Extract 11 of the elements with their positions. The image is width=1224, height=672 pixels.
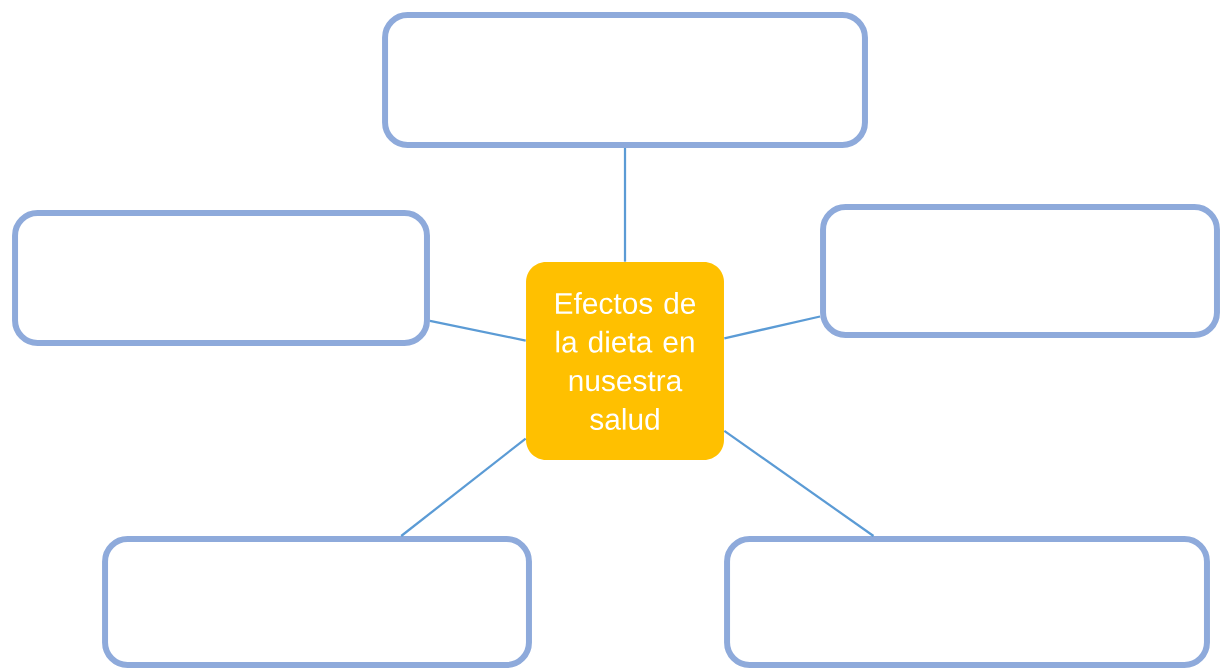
empty-box <box>724 536 1210 668</box>
empty-box <box>12 210 430 346</box>
connector-line <box>623 148 627 262</box>
connector-line <box>429 319 526 342</box>
connector-line <box>724 315 821 340</box>
empty-box <box>102 536 532 668</box>
connector-line <box>400 437 527 537</box>
connector-line <box>723 430 875 537</box>
empty-box <box>382 12 868 148</box>
empty-box <box>820 204 1220 338</box>
topic-box: Efectos de la dieta en nusestra salud <box>526 262 724 460</box>
